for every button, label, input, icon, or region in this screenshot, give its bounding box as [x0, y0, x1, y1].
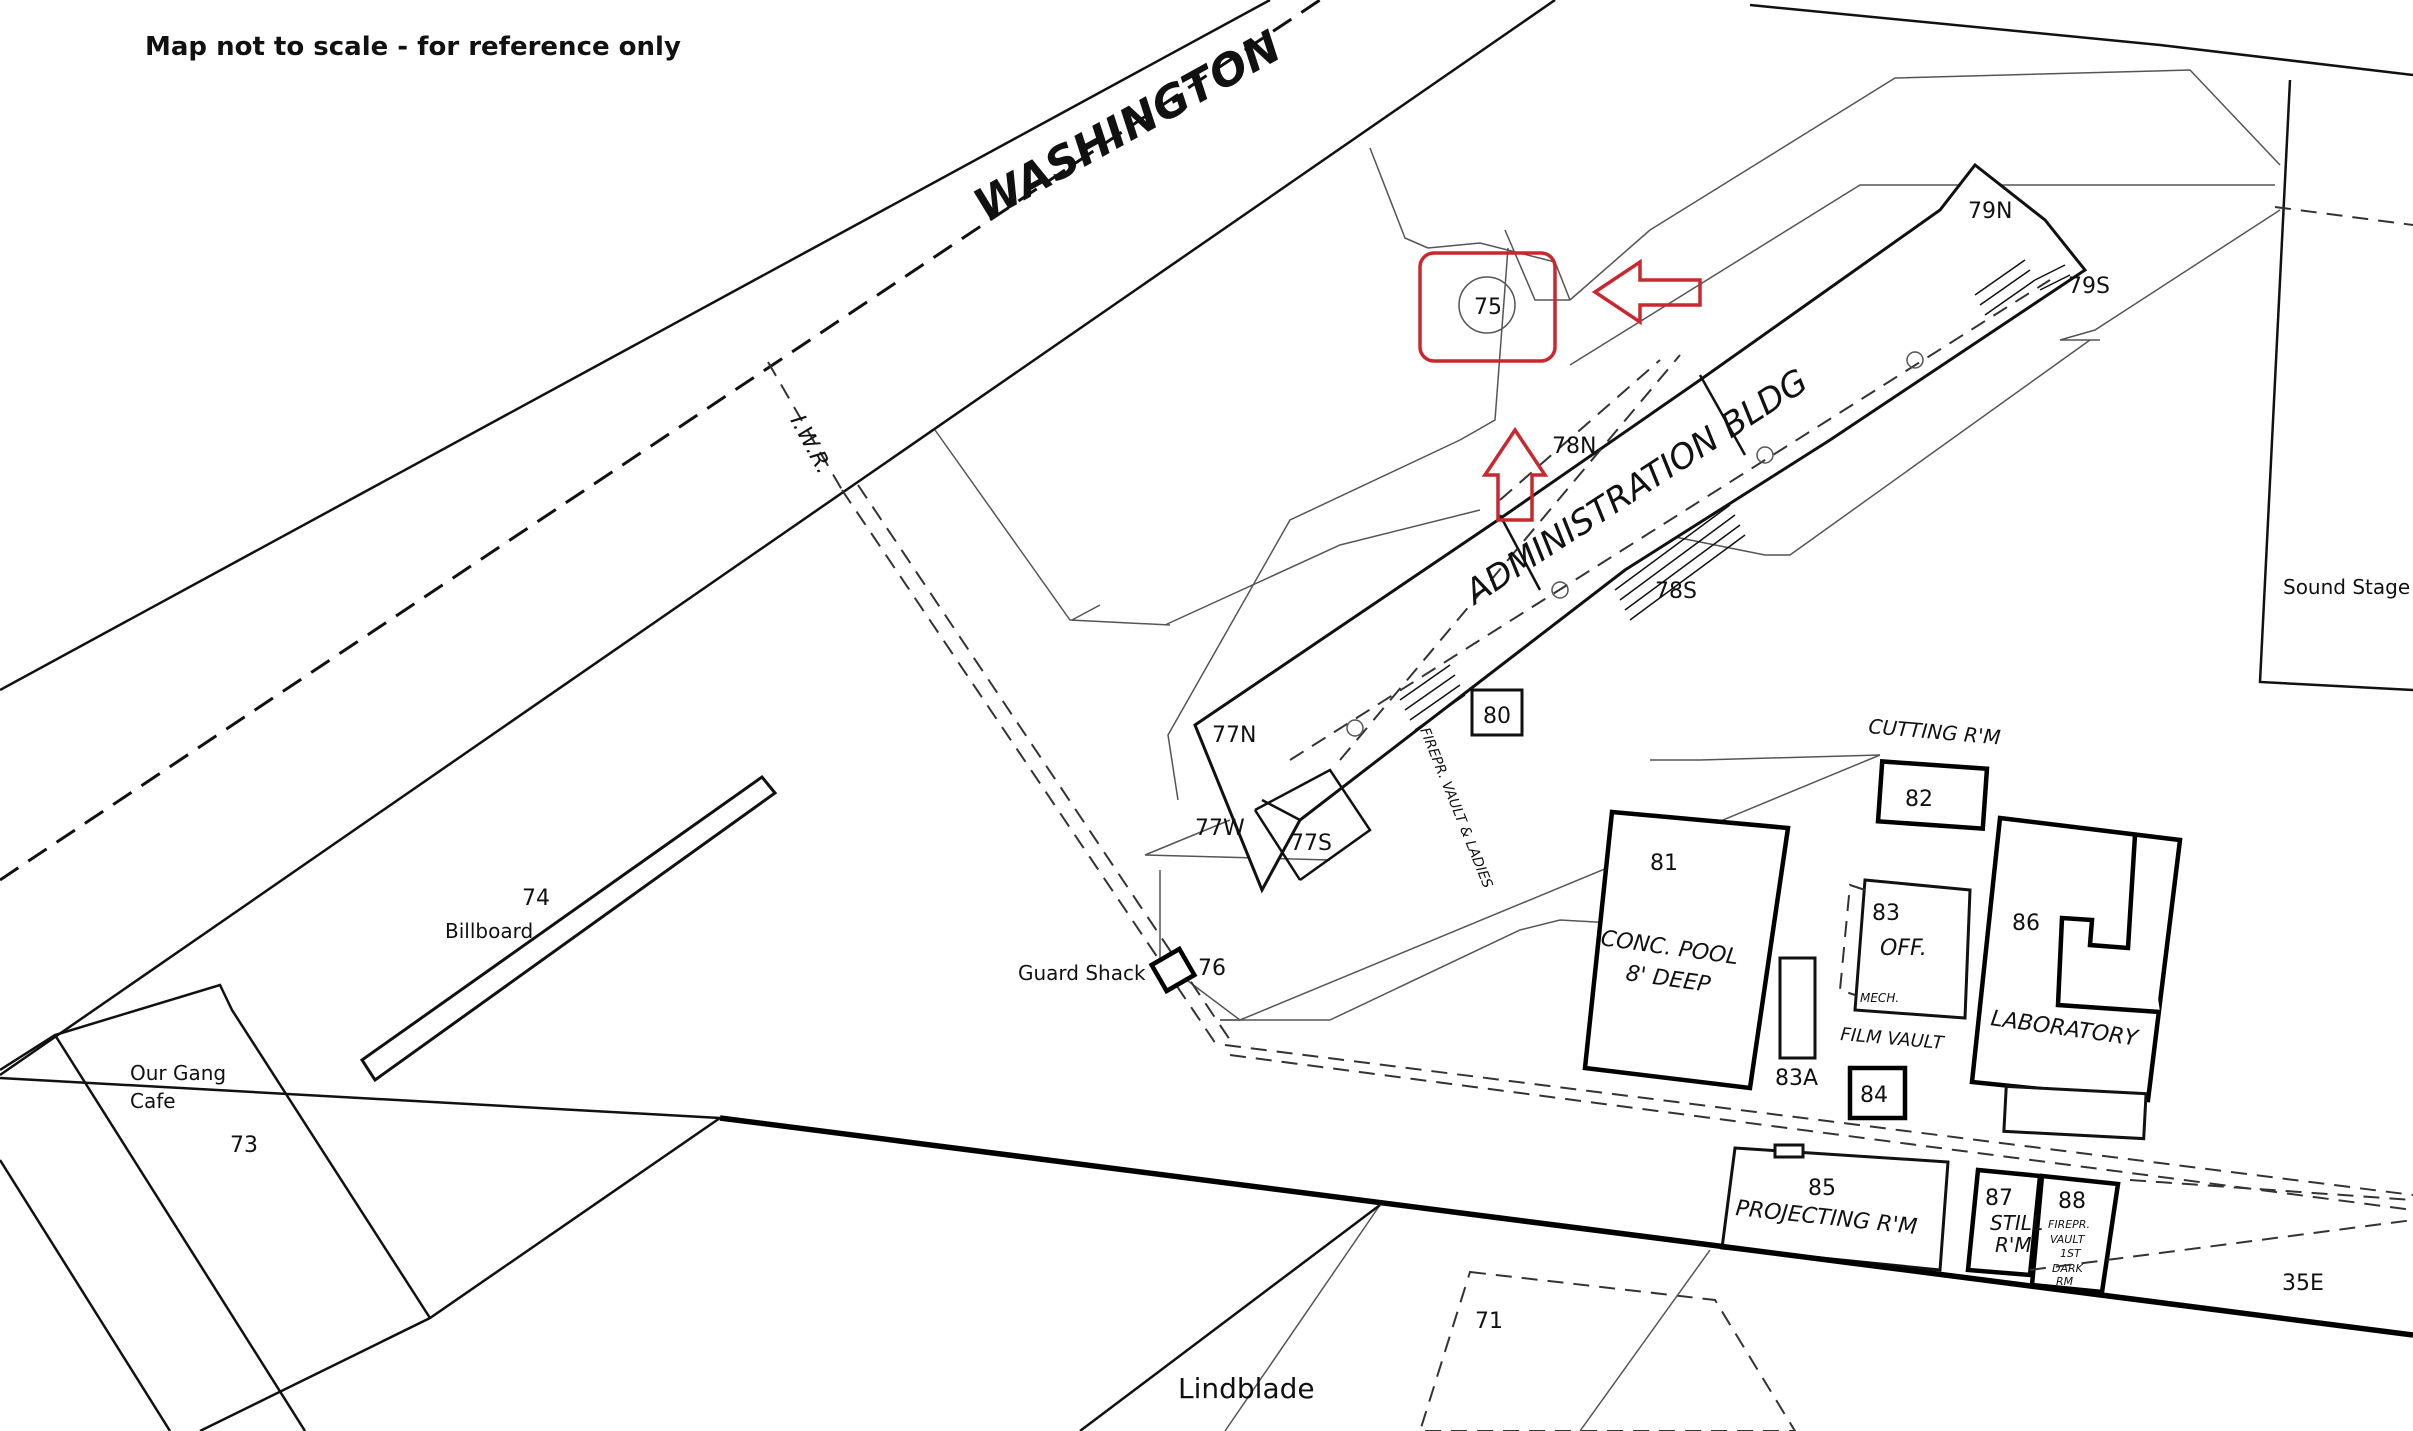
building-71: 71 — [1475, 1309, 1503, 1334]
building-85-annex — [1773, 1143, 1805, 1159]
guard-shack-label: Guard Shack — [1018, 961, 1146, 985]
building-78n: 78N — [1552, 434, 1596, 459]
building-75: 75 — [1474, 295, 1502, 320]
washington-street: WASHINGTON — [0, 0, 1556, 1077]
building-85-shape — [1720, 1146, 1950, 1272]
building-81: 81 — [1650, 851, 1678, 876]
admin-label: ADMINISTRATION BLDG — [1456, 361, 1815, 613]
building-84-shape — [1847, 1065, 1908, 1121]
vault-label: FIREPR. VAULT & LADIES — [1416, 726, 1495, 891]
iwr-label: I.W.R. — [785, 411, 837, 478]
lindblade-street-edge — [719, 1115, 2413, 1338]
building-86-laboratory: 86 LABORATORY — [1969, 815, 2183, 1141]
sound-stage-label: Sound Stage 7 — [2283, 575, 2413, 599]
building-82: 82 — [1905, 787, 1933, 812]
vault88-b: VAULT — [2050, 1233, 2086, 1246]
building-83: 83 — [1872, 901, 1900, 926]
guard-shack-shape — [1148, 945, 1198, 995]
vault88-d: DARK — [2052, 1262, 2084, 1275]
lot-boundary-west — [0, 1076, 721, 1120]
still-label-1: STILL — [1990, 1211, 2043, 1235]
lot-boundary-north — [1749, 3, 2413, 77]
building-83-dash — [1838, 883, 1866, 996]
mech-label: MECH. — [1860, 991, 1899, 1005]
building-77n: 77N — [1212, 723, 1256, 748]
billboard-label: Billboard — [445, 919, 533, 943]
dash-35e — [2029, 1219, 2413, 1271]
line-71 — [1579, 1249, 1711, 1431]
cafe-label-1: Our Gang — [130, 1061, 226, 1085]
dash-east — [2129, 1179, 2413, 1201]
washington-label: WASHINGTON — [966, 21, 1290, 232]
sound-stage-outline — [2258, 79, 2413, 692]
building-71-shape — [1418, 1270, 1797, 1431]
building-73: 73 — [230, 1133, 258, 1158]
our-gang-cafe-73: Our Gang Cafe 73 — [0, 983, 432, 1431]
building-75-circle — [1458, 276, 1516, 334]
highlight-box-75 — [1418, 251, 1557, 363]
vault88-a: FIREPR. — [2048, 1218, 2090, 1231]
film-vault-label: FILM VAULT — [1840, 1024, 1947, 1054]
building-77w: 77W — [1195, 816, 1245, 841]
off-label: OFF. — [1880, 936, 1927, 961]
building-85: 85 — [1808, 1176, 1836, 1201]
building-78s: 78S — [1655, 579, 1697, 604]
line-south — [1224, 1204, 1381, 1431]
billboard-74-shape — [359, 774, 778, 1083]
building-74: 74 — [522, 886, 550, 911]
building-35e: 35E — [2282, 1271, 2324, 1296]
lot-line-south2 — [1079, 1204, 1381, 1431]
building-88-shape — [2029, 1173, 2121, 1295]
building-76: 76 — [1198, 956, 1226, 981]
building-79s: 79S — [2068, 274, 2110, 299]
still-label-2: R'M — [1995, 1233, 2032, 1257]
map-note: Map not to scale - for reference only — [145, 32, 681, 62]
building-83-shape — [1853, 878, 1972, 1020]
building-79n: 79N — [1968, 199, 2012, 224]
building-84: 84 — [1860, 1083, 1888, 1108]
sound-stage-dash — [2274, 206, 2413, 226]
highlight-arrow-left-icon — [1591, 258, 1702, 326]
lot-line-southwest — [199, 1116, 721, 1431]
building-82-shape — [1875, 759, 1990, 832]
highlight-arrow-up-icon — [1481, 426, 1549, 522]
building-86: 86 — [2012, 911, 2040, 936]
cafe-label-2: Cafe — [130, 1089, 176, 1113]
lindblade-label: Lindblade — [1178, 1372, 1315, 1405]
building-80-shape — [1470, 688, 1524, 737]
building-77s: 77S — [1290, 831, 1332, 856]
cutting-room-label: CUTTING R'M — [1868, 714, 2002, 749]
building-83a: 83A — [1775, 1066, 1818, 1091]
building-80: 80 — [1483, 704, 1511, 729]
building-88: 88 — [2058, 1189, 2086, 1214]
vault88-c: 1ST — [2060, 1247, 2082, 1260]
building-87-shape — [1965, 1167, 2043, 1278]
building-87: 87 — [1985, 1186, 2013, 1211]
building-83a-shape — [1778, 956, 1817, 1060]
vault88-e: RM — [2056, 1275, 2074, 1288]
building-81-shape — [1582, 809, 1791, 1091]
